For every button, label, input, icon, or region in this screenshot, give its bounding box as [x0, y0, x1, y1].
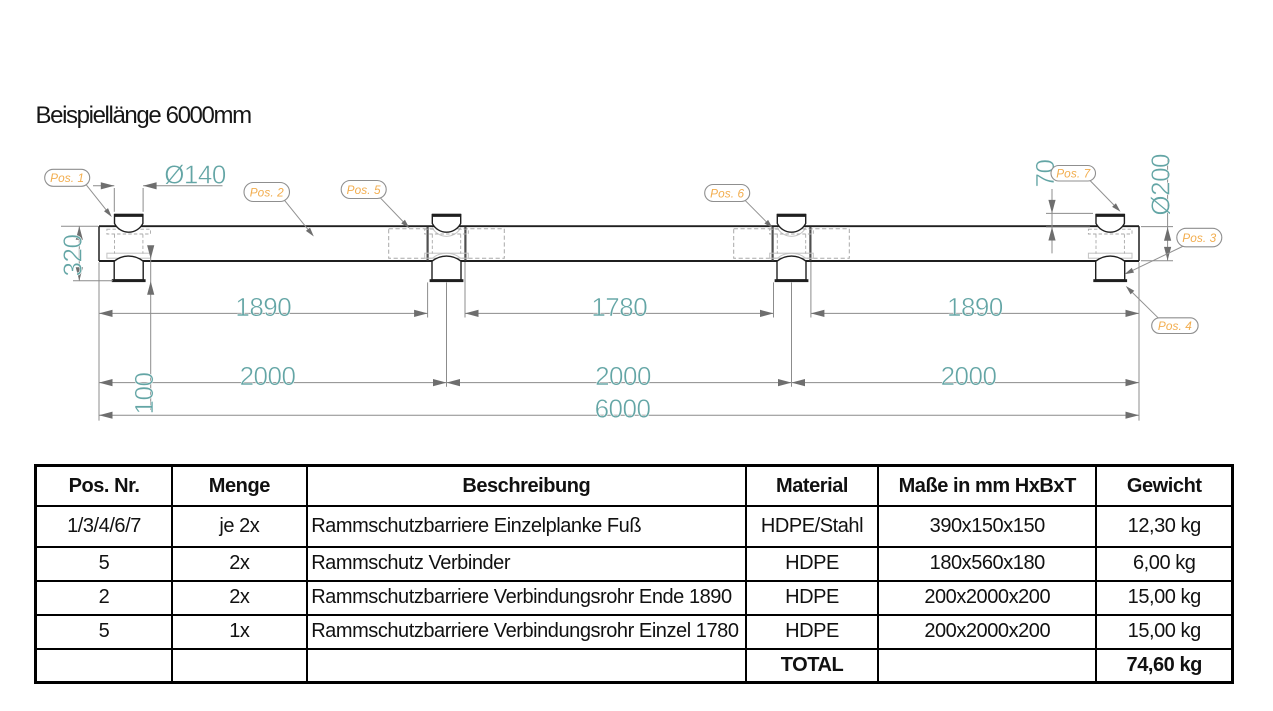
svg-text:Pos. 3: Pos. 3 — [1182, 231, 1216, 245]
svg-text:Ø140: Ø140 — [164, 160, 226, 190]
svg-text:Pos. 4: Pos. 4 — [1158, 319, 1192, 333]
svg-text:Pos. 6: Pos. 6 — [710, 186, 744, 200]
svg-text:Ø200: Ø200 — [1145, 154, 1175, 216]
svg-text:1890: 1890 — [235, 292, 291, 322]
svg-text:Pos. 1: Pos. 1 — [50, 171, 84, 185]
svg-text:320: 320 — [58, 235, 88, 277]
svg-text:1890: 1890 — [947, 292, 1003, 322]
svg-text:Pos. 5: Pos. 5 — [347, 183, 381, 197]
svg-text:1780: 1780 — [591, 292, 647, 322]
svg-text:100: 100 — [129, 373, 159, 415]
svg-text:Pos. 7: Pos. 7 — [1056, 167, 1090, 181]
svg-text:Pos. 2: Pos. 2 — [250, 185, 284, 199]
svg-text:2000: 2000 — [595, 361, 651, 391]
svg-text:6000: 6000 — [595, 394, 651, 424]
svg-text:2000: 2000 — [240, 361, 296, 391]
svg-text:2000: 2000 — [941, 361, 997, 391]
